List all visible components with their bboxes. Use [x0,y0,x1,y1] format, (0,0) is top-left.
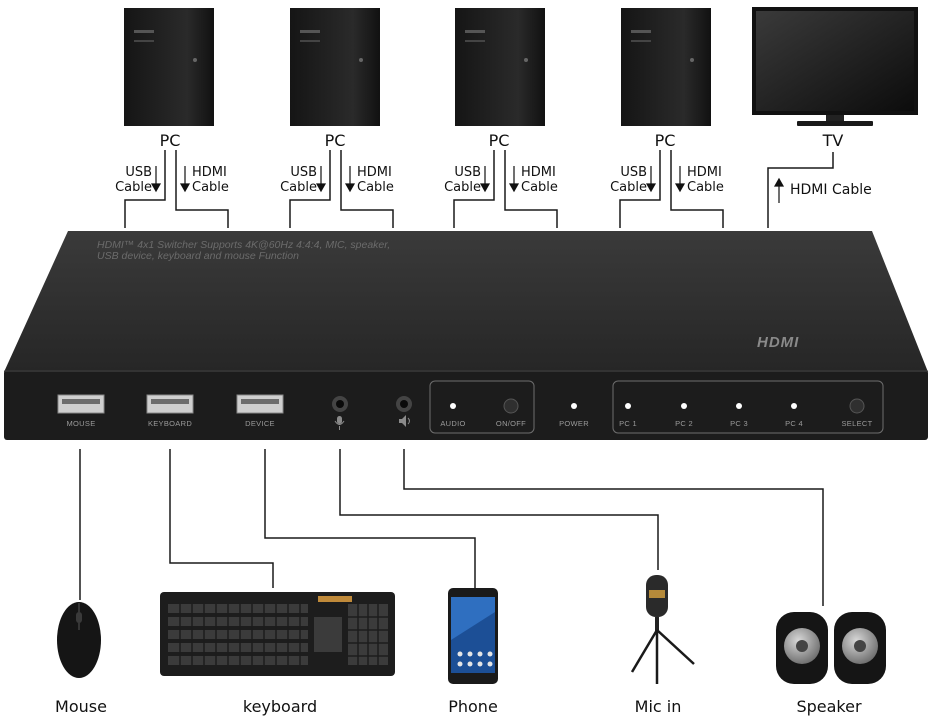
keyboard-icon [160,592,395,676]
pc-tower-icon [124,8,214,126]
port-label-keyboard: KEYBOARD [147,419,193,428]
pc-label: PC [654,131,676,150]
direction-arrows [150,166,785,203]
pc-label: PC [324,131,346,150]
peripheral-cables [79,449,824,606]
port-label-pc1: PC 1 [619,419,637,428]
microphone-stand-icon [630,575,695,684]
pc-label: PC [488,131,510,150]
keyboard-label: keyboard [242,697,318,716]
port-label-device: DEVICE [245,419,275,428]
tv-label: TV [822,131,844,150]
pc3-led [736,403,742,409]
mouse-icon [57,602,101,678]
usb-port-device [236,394,284,414]
pc4-led [791,403,797,409]
port-label-pc3: PC 3 [730,419,748,428]
mic-jack [332,396,348,412]
hdmi-logo: HDMI [757,334,800,351]
pc-tower-icon [290,8,380,126]
speaker-jack [396,396,412,412]
port-label-onoff: ON/OFF [495,419,527,428]
microphone-icon [334,416,345,430]
usb-port-keyboard [146,394,194,414]
audio-onoff-button [503,398,519,414]
pc1-led [625,403,631,409]
pc-tower-icon [621,8,711,126]
speaker-icon [399,415,410,427]
port-label-power: POWER [559,419,589,428]
usb-port-mouse [57,394,105,414]
pc-tower-icon [455,8,545,126]
hdmi-switcher-device [4,231,928,440]
port-label-pc2: PC 2 [675,419,693,428]
mouse-label: Mouse [55,697,107,716]
speakers-icon [776,612,886,684]
phone-label: Phone [448,697,498,716]
port-label-pc4: PC 4 [785,419,803,428]
pc-cables [124,150,834,228]
pc-label: PC [159,131,181,150]
pc2-led [681,403,687,409]
audio-led [450,403,456,409]
tv-icon [752,7,918,126]
device-description-line1: HDMI™ 4x1 Switcher Supports 4K@60Hz 4:4:… [97,239,391,251]
mic-label: Mic in [634,697,682,716]
select-button [849,398,865,414]
speaker-label: Speaker [796,697,862,716]
tv-hdmi-cable-label: HDMI Cable [790,182,872,198]
port-label-mouse: MOUSE [66,419,96,428]
power-led [571,403,577,409]
phone-icon [448,588,498,684]
port-label-audio: AUDIO [440,419,466,428]
port-label-select: SELECT [841,419,873,428]
device-description-line2: USB device, keyboard and mouse Function [97,250,299,262]
